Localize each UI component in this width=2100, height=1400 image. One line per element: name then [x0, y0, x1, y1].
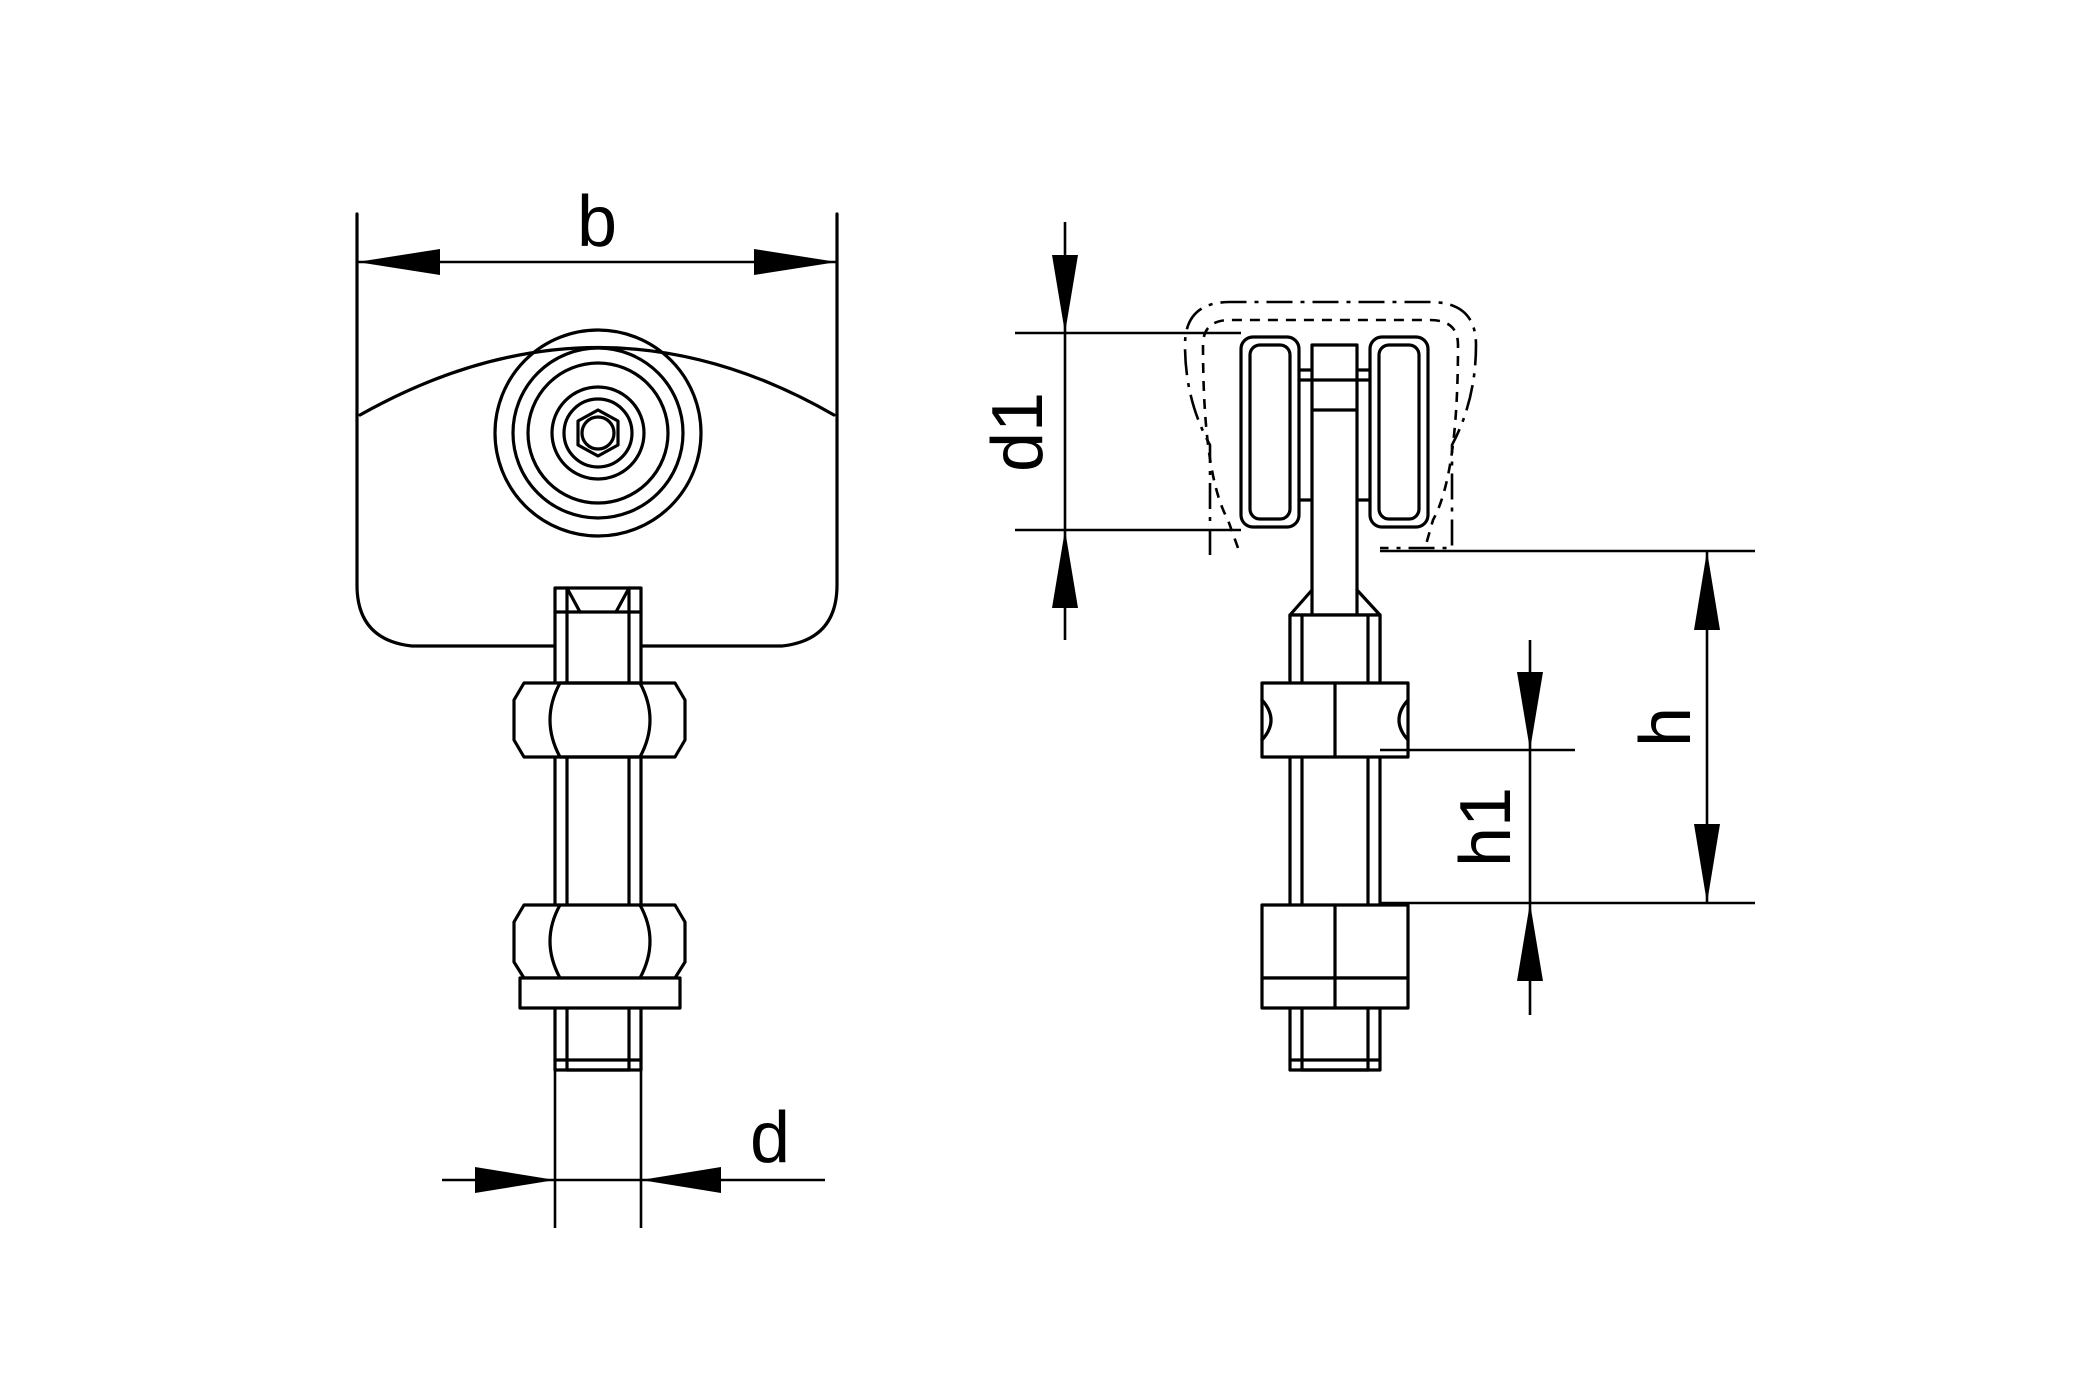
label-d1: d1: [978, 392, 1058, 472]
rail-profile-outer: [1183, 300, 1478, 555]
dimension-b: b: [357, 182, 837, 275]
label-h1: h1: [1446, 787, 1526, 867]
wheel-side-right: [1355, 335, 1430, 529]
lower-nut-front: [512, 903, 687, 1010]
rail-profile-inner: [1201, 318, 1460, 549]
upper-nut-side: [1260, 681, 1410, 759]
wheel-side-left: [1239, 335, 1314, 529]
dimension-h1: h1: [1380, 640, 1575, 1015]
dimension-d1: d1: [978, 222, 1241, 640]
dimension-h: h: [1380, 549, 1755, 905]
dimension-d: d: [442, 1070, 825, 1228]
wheel-front: [493, 328, 703, 538]
lower-nut-side: [1260, 903, 1410, 1010]
housing-plate: [355, 212, 839, 648]
washer-front: [518, 976, 682, 1010]
housing-curve: [358, 346, 836, 417]
front-view: b d: [355, 182, 839, 1228]
side-view: d1 h h1: [978, 222, 1755, 1072]
upper-nut-front: [512, 681, 687, 759]
label-b: b: [577, 182, 617, 262]
label-h: h: [1626, 707, 1706, 747]
hex-socket-icon: [576, 408, 620, 458]
label-d: d: [750, 1098, 790, 1178]
